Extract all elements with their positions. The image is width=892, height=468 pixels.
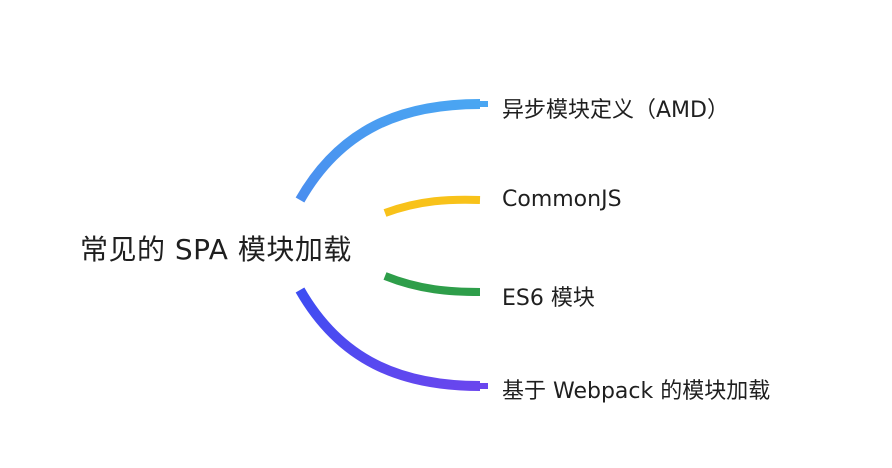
branch-label-es6: ES6 模块: [502, 286, 595, 311]
branch-label-webpack: 基于 Webpack 的模块加载: [502, 379, 771, 404]
connector-amd: [295, 99, 481, 203]
branch-label-amd: 异步模块定义（AMD）: [502, 98, 729, 123]
connector-commonjs: [383, 195, 481, 217]
branch-label-commonjs: CommonJS: [502, 187, 622, 212]
connector-es6: [383, 272, 481, 296]
root-node-label: 常见的 SPA 模块加载: [80, 233, 352, 266]
connector-webpack: [295, 287, 481, 391]
